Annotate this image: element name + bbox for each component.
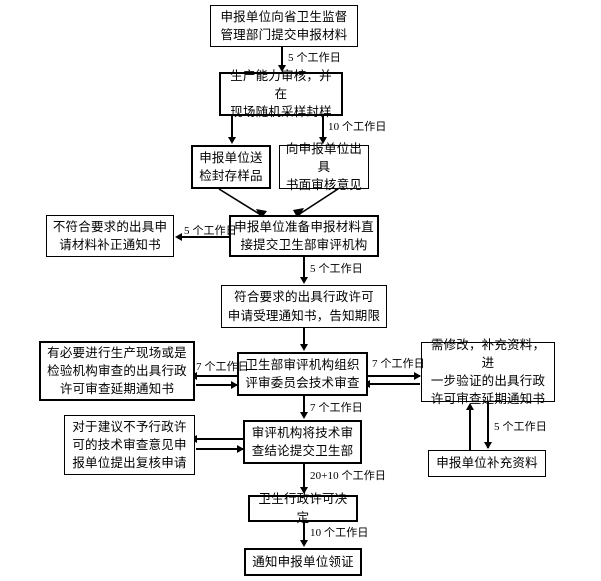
node-line: 不符合要求的出具申 (52, 219, 168, 234)
node-line: 许可审查延期通知书 (59, 382, 175, 397)
edge-n12-n14 (303, 464, 305, 488)
node-administrative-license-decision: 卫生行政许可决定 (248, 492, 358, 525)
edge-n2-branchdown (231, 116, 233, 140)
node-line: 报单位提出复核申请 (72, 456, 187, 471)
node-submit-conclusion-to-moh: 审评机构将技术审 查结论提交卫生部 (243, 420, 362, 464)
node-notify-applicant-collect-certificate: 通知申报单位领证 (244, 548, 362, 576)
node-line: 卫生行政许可决定 (258, 492, 348, 525)
edge-label-e7: 7 个工作日 (310, 402, 363, 414)
node-line: 查结论提交卫生部 (251, 444, 354, 458)
edge-n4-n6 (293, 189, 339, 219)
edge-label-e9: 20+10 个工作日 (310, 470, 386, 482)
edge-n10-n13-down (487, 402, 489, 448)
node-line: 接提交卫生部审评机构 (240, 238, 368, 252)
node-line: 现场随机采样封样 (230, 105, 332, 120)
node-line: 卫生部审评机构组织 (245, 357, 360, 372)
edge-label-e4: 5 个工作日 (310, 263, 363, 275)
node-line: 对于建议不予行政许 (72, 419, 187, 434)
arrowhead-n11-n12 (237, 444, 244, 453)
node-issue-written-review-opinion: 向申报单位出具 书面审核意见 (279, 142, 369, 192)
node-line: 申请受理通知书，告知期限 (227, 308, 381, 323)
node-line: 向申报单位出具 (285, 141, 363, 174)
arrowhead-n7-n9 (299, 344, 308, 351)
node-revision-supplement-extension-notice: 需修改，补充资料，进 一步验证的出具行政 许可审查延期通知书 (421, 338, 555, 406)
node-line: 审评机构将技术审 (251, 425, 354, 440)
node-line: 申报单位向省卫生监督 (220, 9, 348, 24)
arrowhead-n14-n15 (299, 540, 308, 547)
edge-n2-right-stub (322, 116, 324, 126)
arrowhead-n12-n14 (299, 487, 308, 494)
edge-n3-n6 (218, 189, 267, 219)
arrowhead-n9-n12 (299, 412, 308, 419)
node-line: 符合要求的出具行政许可 (234, 290, 374, 305)
node-applicant-supplements-materials: 申报单位补充资料 (428, 450, 546, 477)
arrowhead-n13-n10 (465, 403, 474, 410)
node-acceptance-notice: 符合要求的出具行政许可 申请受理通知书，告知期限 (221, 285, 387, 328)
arrowhead-n2-n4 (318, 137, 327, 144)
edge-label-e2: 10 个工作日 (328, 121, 387, 133)
edge-label-e6: 7 个工作日 (372, 358, 425, 370)
edge-n6-n5 (182, 236, 230, 238)
arrowhead-n2-n3 (227, 137, 236, 144)
edge-n11-n12-return (196, 448, 244, 450)
edge-n10-n9-return (368, 383, 420, 385)
node-line: 书面审核意见 (285, 178, 363, 193)
edge-n9-n8-out (196, 375, 238, 377)
node-line: 生产能力审核，并在 (230, 68, 332, 101)
node-line: 可的技术审查意见申 (72, 437, 187, 452)
arrowhead-n6-n7 (299, 277, 308, 284)
edge-n8-n9-return (196, 384, 238, 386)
edge-label-e3: 5 个工作日 (184, 225, 237, 237)
edge-n6-n7 (303, 257, 305, 278)
arrowhead-n9-n10 (414, 371, 421, 380)
edge-n1-n2 (281, 47, 283, 67)
edge-n7-n9 (303, 328, 305, 345)
node-production-capacity-review: 生产能力审核，并在 现场随机采样封样 (219, 69, 343, 119)
node-line: 一步验证的出具行政 (430, 374, 546, 388)
node-request-reexamination: 对于建议不予行政许 可的技术审查意见申 报单位提出复核申请 (64, 415, 195, 475)
edge-label-e5: 7 个工作日 (196, 361, 249, 373)
arrowhead-n1-n2 (277, 65, 286, 72)
node-line: 申报单位补充资料 (436, 456, 538, 471)
edge-n4-down (322, 126, 324, 140)
node-line: 请材料补正通知书 (59, 238, 161, 252)
node-moh-technical-review: 卫生部审评机构组织 评审委员会技术审查 (237, 352, 368, 396)
node-prepare-and-submit-to-moh: 申报单位准备申报材料直 接提交卫生部审评机构 (229, 215, 379, 257)
arrowhead-n10-n13 (483, 442, 492, 449)
edge-n12-n11-out (196, 438, 244, 440)
node-line: 管理部门提交申报材料 (220, 28, 348, 42)
edge-n13-n10-up (469, 408, 471, 450)
node-submit-materials-to-province: 申报单位向省卫生监督 管理部门提交申报材料 (210, 5, 358, 47)
node-line: 有必要进行生产现场或是 (47, 345, 187, 360)
node-noncompliant-correction-notice: 不符合要求的出具申 请材料补正通知书 (46, 215, 174, 257)
node-line: 许可审查延期通知书 (430, 392, 546, 407)
node-line: 评审委员会技术审查 (245, 376, 360, 390)
node-line: 检验机构审查的出具行政 (47, 363, 187, 378)
node-onsite-inspection-extension-notice: 有必要进行生产现场或是 检验机构审查的出具行政 许可审查延期通知书 (39, 341, 195, 401)
edge-label-e10: 10 个工作日 (310, 527, 369, 539)
node-line: 通知申报单位领证 (252, 554, 354, 569)
edge-label-e8: 5 个工作日 (494, 421, 547, 433)
arrowhead-n8-n9 (231, 380, 238, 389)
edge-n14-n15 (303, 522, 305, 541)
edge-label-e1: 5 个工作日 (288, 52, 341, 64)
arrowhead-n6-n5 (175, 232, 182, 241)
node-line: 申报单位送 (199, 150, 263, 165)
node-line: 申报单位准备申报材料直 (234, 219, 374, 234)
edge-n9-n12 (303, 396, 305, 413)
node-line: 需修改，补充资料，进 (430, 337, 546, 370)
node-line: 检封存样品 (199, 169, 263, 183)
edge-n9-n10-out (368, 375, 420, 377)
node-send-sealed-samples: 申报单位送 检封存样品 (191, 145, 271, 189)
